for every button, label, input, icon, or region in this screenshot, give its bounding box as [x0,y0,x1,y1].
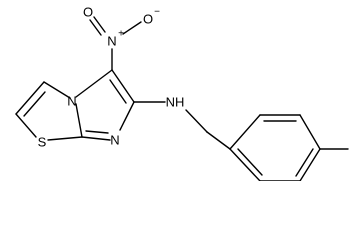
bond-c5-n-bridge [75,69,113,98]
bonds [15,16,349,181]
bond-ar6-ar1-inner [237,148,263,176]
molecule-structure: O − O N + N N S NH [15,5,349,181]
bond-n-lower-c7a-inner [85,130,109,134]
atom-sulfur: S [38,135,47,150]
bond-nitro-n-o-top [122,21,142,35]
bond-c5-c6-inner [109,79,127,104]
atom-amine-nh: NH [166,95,185,110]
bond-ar6-ar1 [229,148,261,181]
atom-nitro-o-left: O [83,5,93,20]
charge-nitro-n: + [118,29,124,40]
bond-c2-c3 [15,81,45,115]
bond-n-lower-c7a [81,136,111,141]
bond-ar4-ar5-inner [295,148,314,177]
charge-nitro-o-top: − [154,7,160,18]
bond-nitro-n-o-left-1 [93,16,106,33]
bond-c7a-n-bridge [75,103,83,138]
atom-labels: O − O N + N N S NH [38,5,185,150]
bond-nitro-n-o-left-2 [89,19,102,36]
bond-c6-n-lower [119,101,135,131]
bond-ar3-ar4 [299,114,321,150]
bond-c5-c6 [111,69,135,103]
bond-s-c7a [47,136,83,141]
atom-ring-n-lower: N [110,133,119,148]
bond-c3-s [15,113,37,138]
bond-n-bridge-c2 [43,81,71,99]
bond-ar4-ar5 [299,148,321,181]
atom-nitro-o-top: O [143,12,153,27]
bond-nh-ch2 [185,109,208,133]
atom-ring-n-bridge: N [67,94,76,109]
atom-nitro-n: N [107,34,116,49]
bond-ar1-ar2 [229,114,261,150]
bond-ch2-aryl [206,131,231,150]
bond-c2-c3-inner [23,91,46,117]
